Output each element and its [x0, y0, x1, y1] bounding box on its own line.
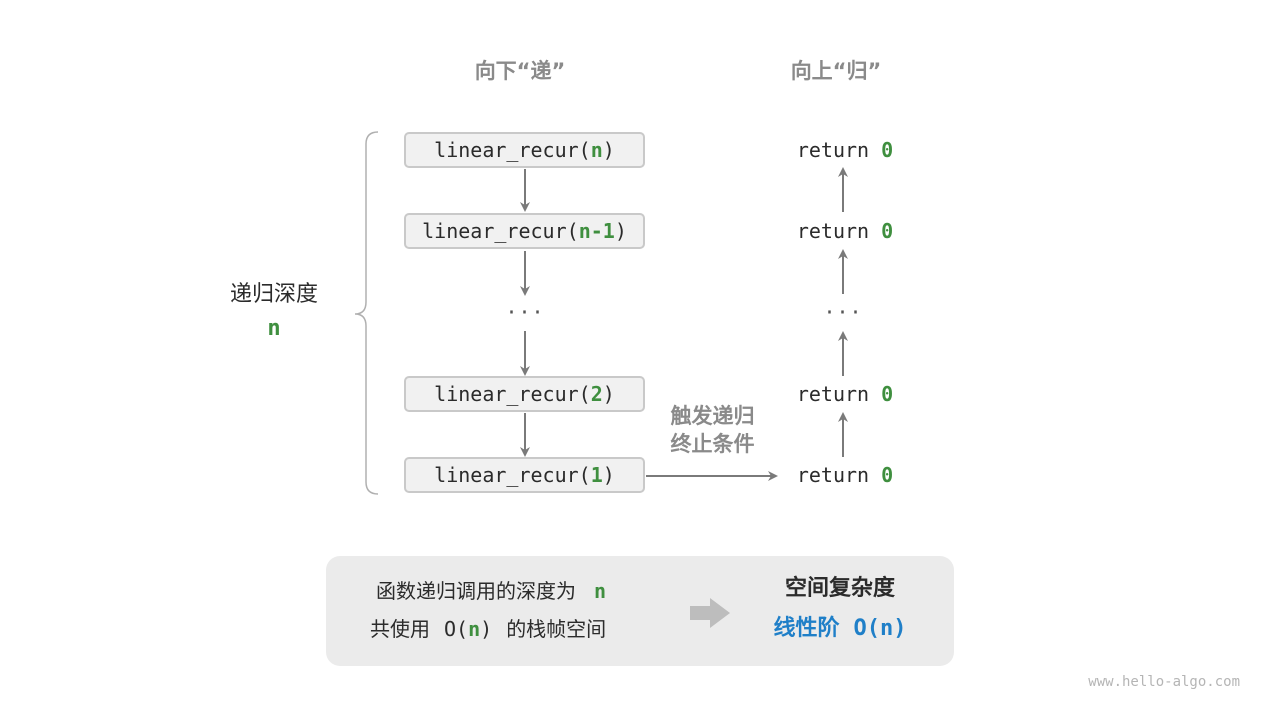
right-arrow-icon: [690, 598, 730, 628]
depth-brace: [354, 131, 379, 495]
return-row-4: return 0: [760, 457, 930, 493]
complexity-notation: O(n): [853, 616, 907, 641]
return-keyword: return: [796, 382, 870, 406]
heading-return-up: 向上“归”: [790, 59, 882, 83]
calls-ellipsis: ···: [505, 300, 545, 324]
call-prefix: linear_recur(: [422, 219, 579, 243]
call-arg: 1: [590, 463, 603, 487]
recursion-depth-label: 递归深度: [229, 282, 318, 307]
site-watermark: www.hello-algo.com: [1088, 674, 1240, 690]
base-case-trigger-label: 触发递归 终止条件: [655, 402, 770, 458]
call-prefix: linear_recur(: [434, 382, 591, 406]
summary-uses-text: 共使用: [370, 617, 430, 641]
call-prefix: linear_recur(: [434, 138, 591, 162]
call-box-n-minus-1: linear_recur(n-1): [404, 213, 645, 249]
trigger-line-1: 触发递归: [670, 404, 755, 428]
call-arg: n: [590, 138, 603, 162]
return-row-3: return 0: [760, 376, 930, 412]
call-suffix: ): [602, 463, 615, 487]
summary-depth-var: n: [594, 579, 607, 603]
call-box-2: linear_recur(2): [404, 376, 645, 412]
call-prefix: linear_recur(: [434, 463, 591, 487]
call-arg: 2: [590, 382, 603, 406]
return-keyword: return: [796, 219, 870, 243]
return-row-2: return 0: [760, 213, 930, 249]
return-row-1: return 0: [760, 132, 930, 168]
call-suffix: ): [602, 382, 615, 406]
return-value: 0: [881, 382, 894, 406]
call-arg: n-1: [578, 219, 615, 243]
summary-panel: [326, 556, 954, 666]
space-complexity-title: 空间复杂度: [784, 576, 895, 601]
complexity-label: 线性阶: [773, 616, 840, 641]
summary-stack-frame-text: 的栈帧空间: [506, 617, 607, 641]
recursion-depth-value: n: [267, 316, 281, 341]
call-box-1: linear_recur(1): [404, 457, 645, 493]
return-value: 0: [881, 219, 894, 243]
summary-big-o-var: n: [468, 617, 481, 641]
return-value: 0: [881, 463, 894, 487]
returns-ellipsis: ···: [823, 300, 863, 324]
call-suffix: ): [602, 138, 615, 162]
summary-line-1: 函数递归调用的深度为 n: [376, 576, 606, 606]
space-complexity-value: 线性阶 O(n): [752, 614, 928, 644]
call-suffix: ): [614, 219, 627, 243]
summary-line-2: 共使用 O(n) 的栈帧空间: [370, 614, 606, 644]
call-box-n: linear_recur(n): [404, 132, 645, 168]
summary-big-o-open: O(: [444, 617, 469, 641]
trigger-line-2: 终止条件: [670, 432, 755, 456]
return-keyword: return: [796, 463, 870, 487]
return-keyword: return: [796, 138, 870, 162]
summary-big-o-close: ): [480, 617, 493, 641]
heading-recurse-down: 向下“递”: [474, 59, 566, 83]
summary-depth-text: 函数递归调用的深度为: [376, 579, 576, 603]
return-value: 0: [881, 138, 894, 162]
